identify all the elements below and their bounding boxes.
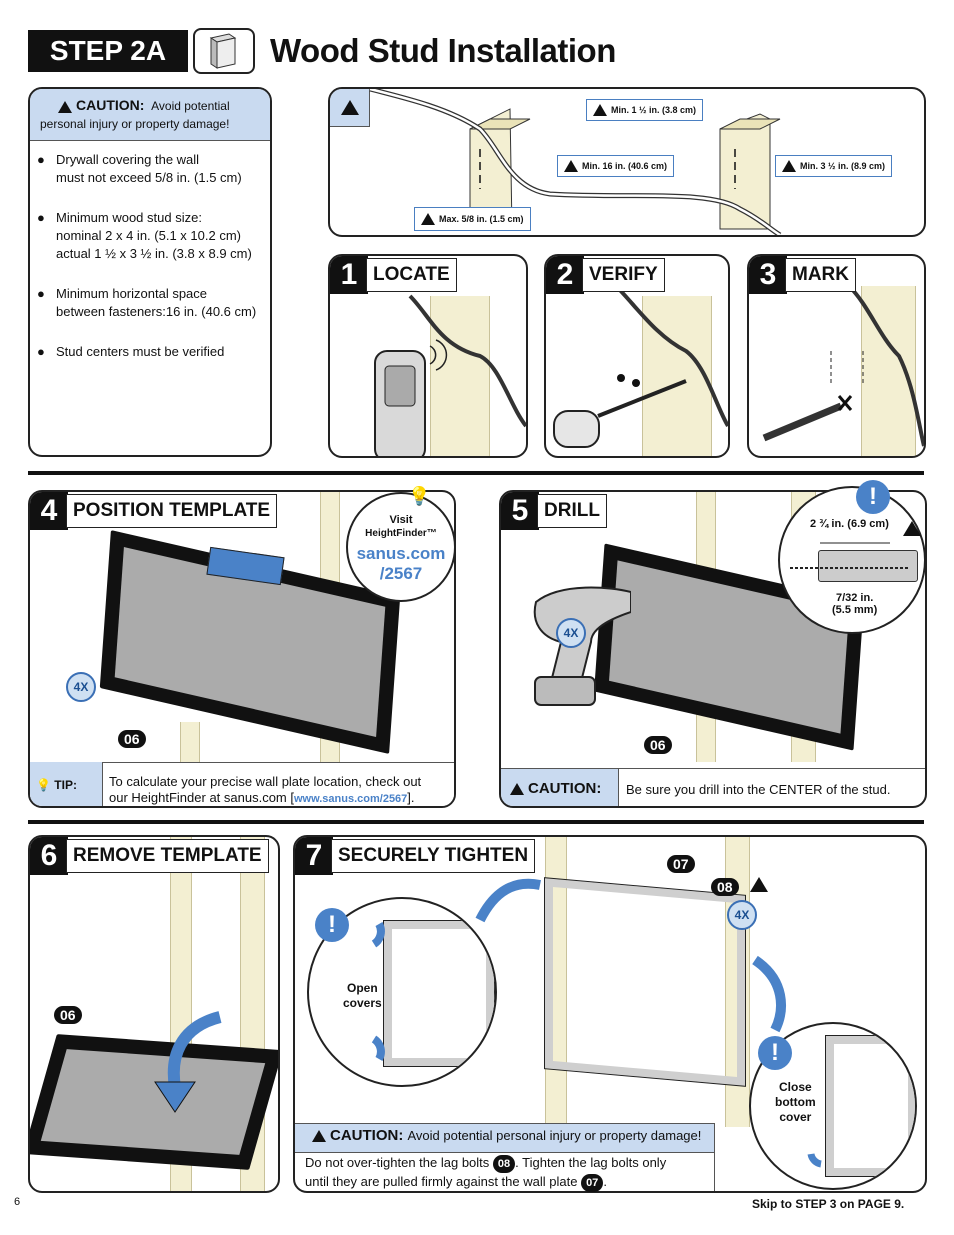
step-4-number: 4 bbox=[30, 492, 68, 530]
step-2-panel: 2 VERIFY bbox=[544, 254, 730, 458]
drill-bit-label: 7/32 in.(5.5 mm) bbox=[832, 592, 878, 616]
close-cover-important-icon: ! bbox=[758, 1036, 792, 1070]
caution-text1: Avoid potential bbox=[151, 99, 230, 113]
lightbulb-icon: 💡 bbox=[408, 486, 431, 506]
step-2-label: VERIFY bbox=[582, 258, 665, 292]
step-7-label: SECURELY TIGHTEN bbox=[331, 839, 536, 873]
tip-lightbulb-icon: 💡 bbox=[36, 778, 51, 792]
warning-corner bbox=[330, 89, 370, 127]
bolt-part-badge-08: 08 bbox=[711, 878, 739, 896]
caution-header-bg bbox=[295, 1123, 715, 1153]
step-1-number: 1 bbox=[330, 256, 368, 294]
step-5-label: DRILL bbox=[537, 494, 607, 528]
step-3-panel: 3 MARK bbox=[747, 254, 926, 458]
tip-text: To calculate your precise wall plate loc… bbox=[109, 774, 422, 805]
note-bg bbox=[295, 1153, 715, 1191]
stud-finder-illustration bbox=[374, 294, 526, 456]
important-icon: ! bbox=[856, 480, 890, 514]
note-badge-07: 07 bbox=[581, 1174, 604, 1192]
divider-1 bbox=[28, 471, 924, 475]
curved-arrow-down-icon bbox=[752, 955, 786, 1033]
caution-bar-text-bg bbox=[619, 768, 925, 806]
tip-link[interactable]: www.sanus.com/2567 bbox=[293, 793, 408, 805]
template-part-badge-06: 06 bbox=[54, 1006, 82, 1024]
drill-part-badge-06: 06 bbox=[644, 736, 672, 754]
step7-note: Do not over-tighten the lag bolts 08. Ti… bbox=[305, 1154, 666, 1192]
caution-box: CAUTION: Avoid potential personal injury… bbox=[28, 87, 272, 457]
caution-line2: personal injury or property damage! bbox=[40, 117, 230, 131]
sanus-link[interactable]: sanus.com bbox=[356, 544, 446, 563]
drill-depth-label: 2 ¾ in. (6.9 cm) bbox=[810, 518, 889, 530]
bolt-warning-icon bbox=[750, 876, 772, 894]
caution-title: CAUTION: bbox=[76, 97, 145, 113]
wall-section-illustration bbox=[369, 89, 782, 235]
step7-caution-label: CAUTION: Avoid potential personal injury… bbox=[312, 1127, 701, 1144]
step-3-label: MARK bbox=[785, 258, 856, 292]
bolt-quantity-badge: 4X bbox=[727, 900, 757, 930]
sanus-link-path[interactable]: /2567 bbox=[379, 564, 423, 583]
step-4-label: POSITION TEMPLATE bbox=[66, 494, 278, 528]
open-covers-important-icon: ! bbox=[315, 908, 349, 942]
step-6-label: REMOVE TEMPLATE bbox=[66, 839, 269, 873]
heightfinder-text: HeightFinder™ bbox=[365, 528, 437, 539]
tip-label-cell bbox=[30, 762, 103, 806]
skip-instruction: Skip to STEP 3 on PAGE 9. bbox=[752, 1197, 905, 1211]
label-min-16: Min. 16 in. (40.6 cm) bbox=[557, 155, 675, 177]
page-number: 6 bbox=[14, 1196, 21, 1208]
label-max-5-8: Max. 5/8 in. (1.5 cm) bbox=[414, 207, 531, 231]
step-5-number: 5 bbox=[501, 492, 539, 530]
divider-2 bbox=[28, 820, 924, 824]
step-3-number: 3 bbox=[749, 256, 787, 294]
drill-caution-icon bbox=[510, 783, 524, 796]
step-7-number: 7 bbox=[295, 837, 333, 875]
plate-part-badge-07: 07 bbox=[667, 855, 695, 873]
step-label: STEP 2A bbox=[28, 30, 188, 72]
part-badge-06: 06 bbox=[118, 730, 146, 748]
drill-warning-icon bbox=[903, 520, 925, 538]
pencil-mark-illustration bbox=[762, 284, 924, 447]
stud-spacing-diagram: Min. 1 ½ in. (3.8 cm) Min. 16 in. (40.6 … bbox=[328, 87, 926, 237]
note-badge-08: 08 bbox=[492, 1155, 516, 1173]
heightfinder-callout: 💡 Visit HeightFinder™ sanus.com /2567 bbox=[346, 486, 456, 602]
quantity-badge: 4X bbox=[66, 672, 96, 702]
step-6-number: 6 bbox=[30, 837, 68, 875]
curved-arrow-icon bbox=[475, 878, 541, 923]
label-min-3-5: Min. 3 ½ in. (8.9 cm) bbox=[775, 155, 893, 177]
screwdriver-illustration bbox=[553, 284, 728, 448]
caution-header bbox=[30, 89, 270, 141]
step-2-number: 2 bbox=[546, 256, 584, 294]
step7-caution-icon bbox=[312, 1130, 326, 1143]
remove-arrow-icon bbox=[154, 1011, 222, 1113]
label-min-1-5: Min. 1 ½ in. (3.8 cm) bbox=[586, 99, 704, 121]
drill-caution-label: CAUTION: bbox=[510, 780, 601, 797]
drill-quantity-badge: 4X bbox=[556, 618, 586, 648]
visit-text: Visit bbox=[389, 514, 413, 526]
tip-label: 💡 TIP: bbox=[36, 778, 77, 792]
step-1-panel: 1 LOCATE bbox=[328, 254, 528, 458]
wall-plate bbox=[544, 877, 746, 1087]
wood-stud-icon bbox=[193, 28, 255, 74]
drill-caution-text: Be sure you drill into the CENTER of the… bbox=[626, 782, 891, 797]
page-title: Wood Stud Installation bbox=[270, 32, 616, 69]
step-1-label: LOCATE bbox=[366, 258, 457, 292]
caution-line1: CAUTION: Avoid potential bbox=[58, 97, 230, 113]
warning-icon bbox=[58, 100, 72, 113]
drill-depth-callout: 2 ¾ in. (6.9 cm) 7/32 in.(5.5 mm) bbox=[778, 486, 926, 634]
